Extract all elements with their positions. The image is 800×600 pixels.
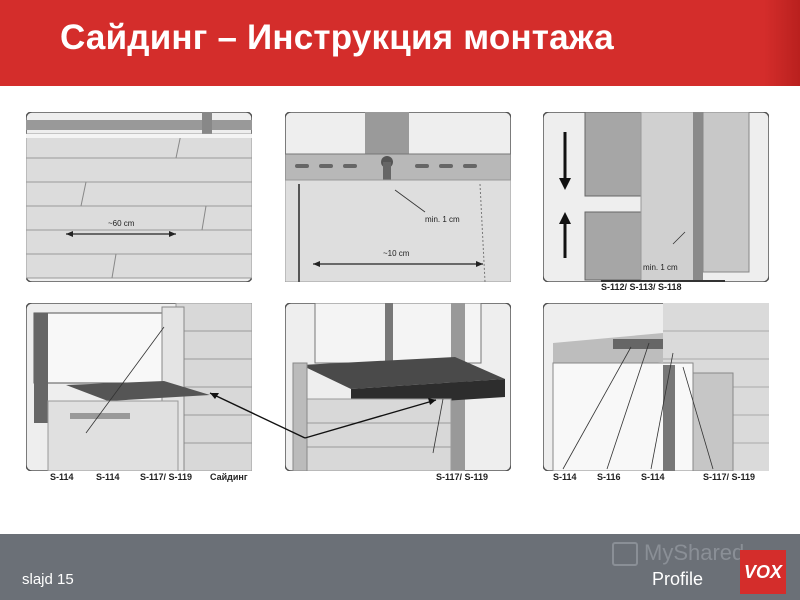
parts-label: S-112/ S-113/ S-118 [601, 282, 682, 292]
slide-number: slajd 15 [22, 571, 74, 588]
part-label: S-117/ S-119 [436, 472, 489, 482]
sill-detail-illustration [285, 303, 511, 471]
part-label: S-114 [50, 472, 74, 482]
footer-bar [0, 534, 800, 600]
part-label: S-114 [641, 472, 665, 482]
corner-profile-illustration: min. 1 cm [543, 112, 769, 282]
gap-label: min. 1 cm [425, 215, 460, 224]
window-top-illustration [543, 303, 769, 471]
window-sill-illustration [26, 303, 252, 471]
panel-nail-placement: min. 1 cm ~10 cm [285, 112, 511, 282]
part-label: S-117/ S-119 [703, 472, 756, 482]
part-label: S-114 [553, 472, 577, 482]
panel-siding-overlap: ~60 cm [26, 112, 252, 282]
watermark: MyShared [612, 540, 745, 567]
gap-label: min. 1 cm [643, 263, 678, 272]
panel-window-sill [26, 303, 252, 471]
watermark-text: MyShared [644, 540, 745, 565]
brand-logo: VOX [740, 550, 786, 594]
window-top-labels: S-114 S-116 S-114 S-117/ S-119 [543, 472, 783, 486]
presentation-icon [612, 542, 638, 567]
page-title: Сайдинг – Инструкция монтажа [60, 18, 614, 57]
part-label: S-117/ S-119 [140, 472, 193, 482]
header-bar: Сайдинг – Инструкция монтажа [0, 0, 800, 86]
window-sill-labels: S-114 S-114 S-117/ S-119 Сайдинг [40, 472, 266, 486]
header-corner [764, 0, 800, 86]
part-label: S-116 [597, 472, 621, 482]
panel-window-top [543, 303, 769, 471]
siding-overlap-illustration: ~60 cm [26, 112, 252, 282]
distance-label: ~10 cm [383, 249, 410, 258]
brand-text: Profile [652, 569, 704, 589]
part-label: Сайдинг [210, 472, 248, 482]
panel-sill-detail [285, 303, 511, 471]
part-label: S-114 [96, 472, 120, 482]
panel-corner-profile: min. 1 cm S-112/ S-113/ S-118 [543, 112, 769, 292]
distance-label: ~60 cm [108, 219, 135, 228]
nail-placement-illustration: min. 1 cm ~10 cm [285, 112, 511, 282]
